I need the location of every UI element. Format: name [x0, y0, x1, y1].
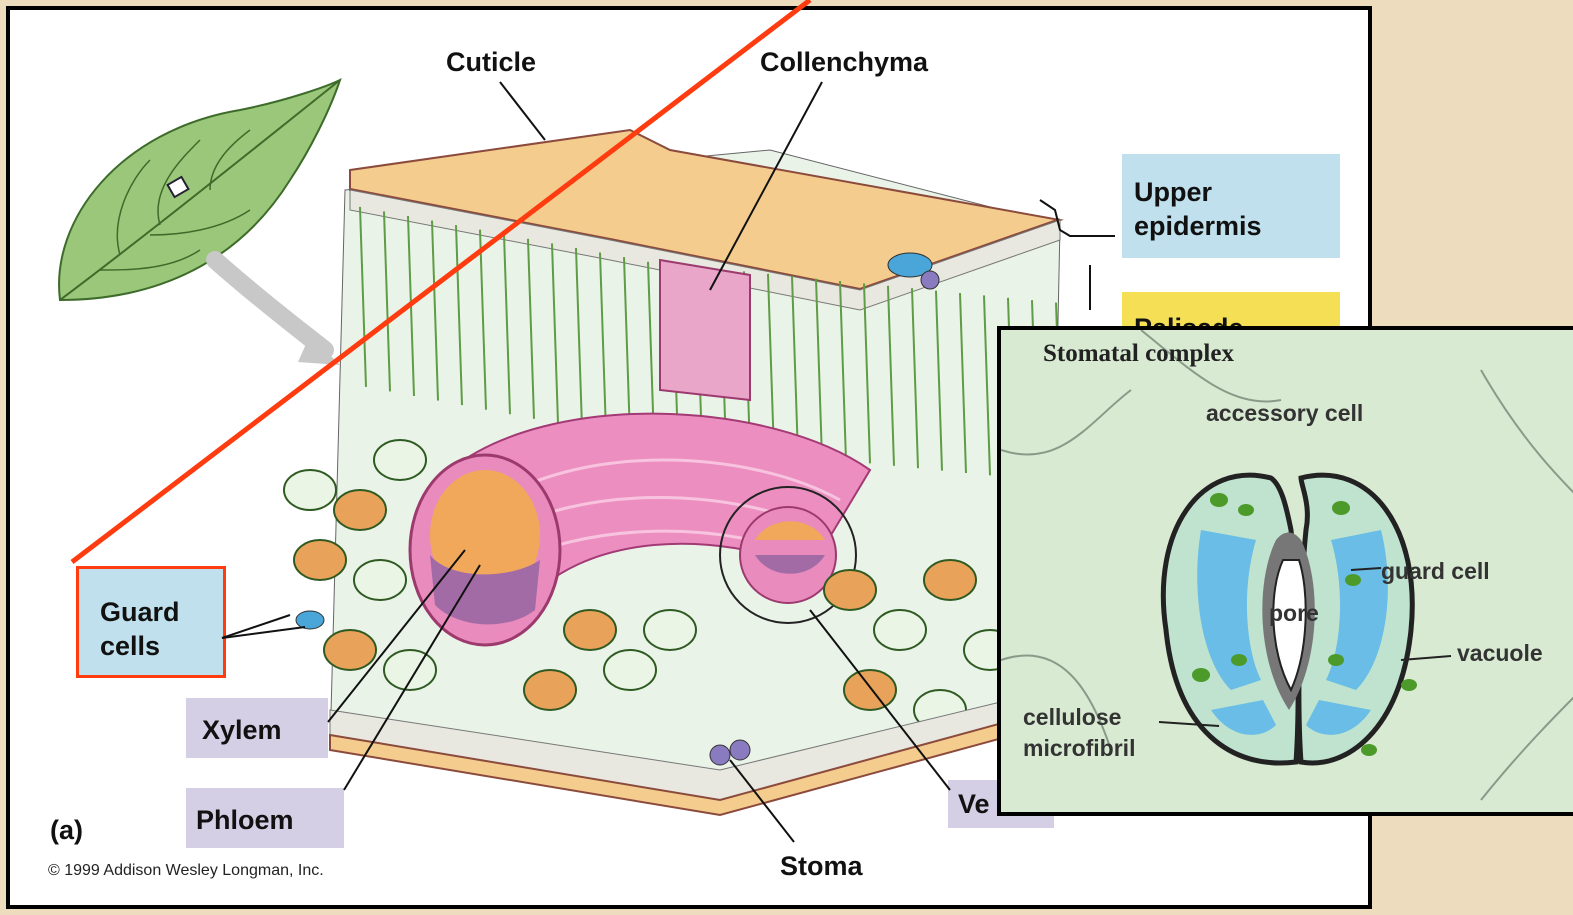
pore-label: pore: [1269, 600, 1319, 627]
accessory-cell-label: accessory cell: [1206, 400, 1363, 427]
stomatal-complex-inset: Stomatal complex accessory cell guard ce…: [997, 326, 1573, 816]
cellulose-label: cellulose microfibril: [1023, 702, 1135, 764]
cellulose-line2: microfibril: [1023, 733, 1135, 764]
vacuole-label: vacuole: [1457, 640, 1543, 667]
cellulose-line1: cellulose: [1023, 702, 1135, 733]
guard-cell-label: guard cell: [1381, 558, 1490, 585]
inset-title: Stomatal complex: [1043, 340, 1234, 368]
